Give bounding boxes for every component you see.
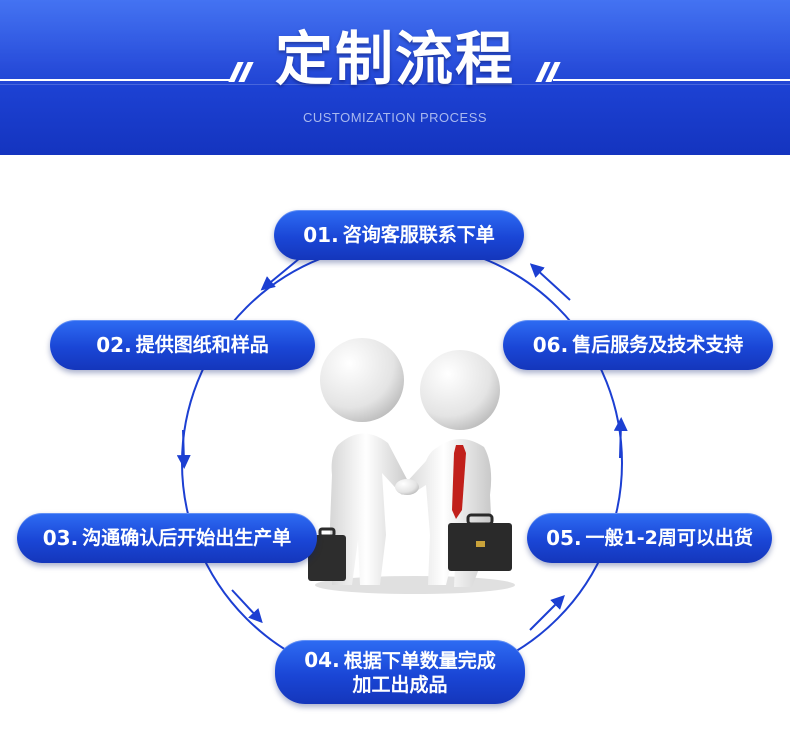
arrow-02-03-icon	[176, 429, 191, 469]
arrow-04-05-icon	[529, 595, 565, 631]
step-01-pill: 01. 咨询客服联系下单	[274, 210, 524, 260]
step-06-pill: 06. 售后服务及技术支持	[503, 320, 773, 370]
step-06-number: 06.	[532, 333, 569, 357]
step-02-label: 提供图纸和样品	[135, 334, 269, 356]
arrow-03-04-icon	[231, 589, 263, 624]
arrow-05-06-icon	[613, 417, 628, 459]
step-03-label: 沟通确认后开始出生产单	[82, 527, 292, 549]
step-05-pill: 05. 一般1-2周可以出货	[527, 513, 772, 563]
banner-sheen	[0, 0, 790, 85]
page-title: 定制流程	[274, 25, 515, 93]
step-04-number: 04.	[304, 647, 340, 672]
page-subtitle: CUSTOMIZATION PROCESS	[302, 110, 488, 125]
step-04-label: 根据下单数量完成	[343, 649, 496, 672]
handshake-business-figures-icon	[308, 338, 515, 594]
banner-line-left	[0, 79, 235, 81]
step-06-label: 售后服务及技术支持	[572, 334, 744, 356]
step-05-label: 一般1-2周可以出货	[585, 527, 753, 549]
step-02-number: 02.	[96, 333, 132, 357]
step-01-number: 01.	[303, 223, 339, 247]
step-02-pill: 02. 提供图纸和样品	[50, 320, 315, 370]
step-05-number: 05.	[546, 526, 582, 550]
banner-line-right	[553, 79, 790, 81]
arrow-06-01-icon	[529, 263, 571, 301]
step-04-pill: 04.根据下单数量完成 加工出成品	[275, 640, 525, 704]
step-01-label: 咨询客服联系下单	[342, 224, 495, 246]
header-banner: 定制流程 CUSTOMIZATION PROCESS	[0, 0, 790, 155]
step-04-label-line-2: 加工出成品	[352, 673, 448, 696]
step-03-pill: 03. 沟通确认后开始出生产单	[17, 513, 317, 563]
step-03-number: 03.	[42, 526, 79, 550]
arrow-01-02-icon	[260, 257, 301, 291]
